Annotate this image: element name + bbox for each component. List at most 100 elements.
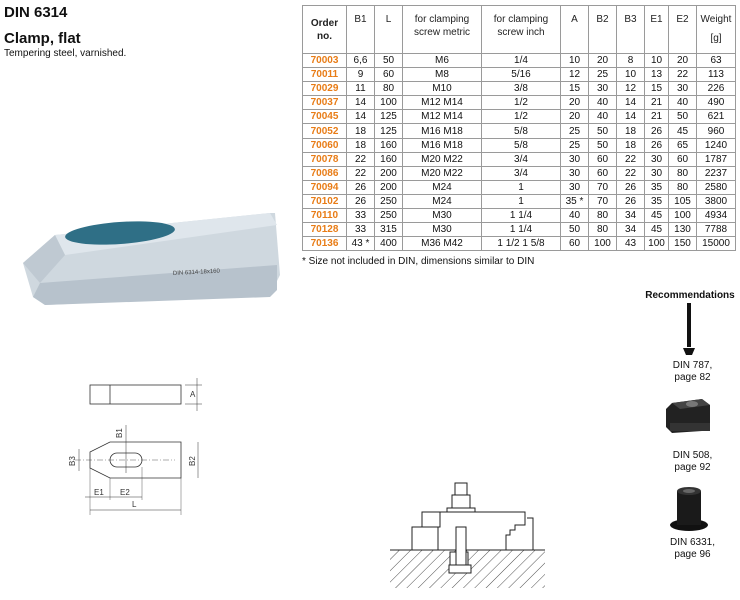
table-cell: 18	[616, 137, 645, 153]
table-cell: 22	[668, 67, 697, 83]
tslot-nut-icon	[666, 399, 710, 433]
table-cell: 200	[374, 165, 403, 181]
table-cell: 1240	[696, 137, 736, 153]
order-number[interactable]: 70136	[302, 236, 347, 252]
table-cell: 25	[560, 123, 589, 139]
col-b3: B3	[616, 5, 645, 54]
order-number[interactable]: 70078	[302, 151, 347, 167]
table-cell: 4934	[696, 208, 736, 224]
table-cell: 1787	[696, 151, 736, 167]
table-cell: 20	[560, 109, 589, 125]
order-number[interactable]: 70029	[302, 81, 347, 97]
order-number[interactable]: 70094	[302, 179, 347, 195]
table-cell: 26	[644, 137, 669, 153]
label-l: L	[132, 500, 137, 509]
table-cell: 30	[668, 81, 697, 97]
table-cell: 43 *	[346, 236, 375, 252]
order-number[interactable]: 70060	[302, 137, 347, 153]
table-cell: 26	[346, 179, 375, 195]
table-cell: 25	[560, 137, 589, 153]
rec-line2: page 96	[674, 549, 711, 560]
order-number[interactable]: 70003	[302, 52, 347, 69]
label-b3: B3	[68, 456, 77, 466]
table-cell: 80	[668, 179, 697, 195]
col-b2: B2	[588, 5, 617, 54]
table-cell: M6	[402, 52, 482, 69]
table-cell: 70	[588, 193, 617, 210]
table-cell: 35	[644, 193, 669, 210]
recommendation-din6331[interactable]: DIN 6331,page 96	[645, 537, 740, 561]
label-b1: B1	[115, 428, 124, 438]
table-cell: 35 *	[560, 193, 589, 210]
table-cell: 50	[560, 222, 589, 238]
table-cell: M10	[402, 81, 482, 97]
table-cell: 40	[560, 208, 589, 224]
usage-sketch	[390, 482, 545, 588]
table-cell: 3/4	[481, 165, 561, 181]
table-cell: 8	[616, 52, 645, 69]
table-cell: 60	[668, 151, 697, 167]
order-number[interactable]: 70086	[302, 165, 347, 181]
table-cell: 125	[374, 123, 403, 139]
table-cell: 5/8	[481, 137, 561, 153]
table-cell: 30	[644, 165, 669, 181]
order-number[interactable]: 70037	[302, 95, 347, 111]
table-cell: 63	[696, 52, 736, 69]
table-cell: 14	[346, 95, 375, 111]
table-cell: 100	[668, 208, 697, 224]
product-description: Tempering steel, varnished.	[4, 48, 127, 59]
order-number[interactable]: 70110	[302, 208, 347, 224]
table-cell: 11	[346, 81, 375, 97]
table-cell: M16 M18	[402, 137, 482, 153]
rec-line1: DIN 6331,	[669, 537, 716, 548]
table-cell: 22	[616, 151, 645, 167]
order-number[interactable]: 70011	[302, 67, 347, 83]
col-order: Order no.	[302, 5, 347, 54]
table-cell: 125	[374, 109, 403, 125]
table-cell: 50	[374, 52, 403, 69]
table-cell: 13	[644, 67, 669, 83]
recommendation-din787[interactable]: DIN 787,page 82	[645, 360, 740, 384]
weight-label: Weight	[700, 14, 732, 25]
table-cell: 15	[560, 81, 589, 97]
table-cell: 40	[588, 95, 617, 111]
table-cell: 315	[374, 222, 403, 238]
table-cell: 30	[560, 179, 589, 195]
table-cell: 14	[616, 109, 645, 125]
table-cell: 30	[560, 151, 589, 167]
table-cell: 50	[668, 109, 697, 125]
col-a: A	[560, 5, 589, 54]
recommendation-din508[interactable]: DIN 508,page 92	[645, 450, 740, 474]
table-cell: 60	[374, 67, 403, 83]
table-cell: 25	[588, 67, 617, 83]
label-b2: B2	[188, 456, 197, 466]
table-cell: 40	[588, 109, 617, 125]
table-cell: 12	[560, 67, 589, 83]
table-cell: 105	[668, 193, 697, 210]
product-marking: DIN 6314-18x160	[173, 269, 221, 277]
footnote: * Size not included in DIN, dimensions s…	[302, 256, 535, 267]
table-cell: 35	[644, 179, 669, 195]
order-number[interactable]: 70052	[302, 123, 347, 139]
table-cell: 3800	[696, 193, 736, 210]
table-cell: 130	[668, 222, 697, 238]
tslot-bolt-icon	[683, 303, 695, 355]
table-cell: 1/2	[481, 109, 561, 125]
table-cell: M8	[402, 67, 482, 83]
table-cell: 21	[644, 95, 669, 111]
col-b1: B1	[346, 5, 375, 54]
table-cell: 60	[588, 151, 617, 167]
product-title: Clamp, flat	[4, 30, 81, 47]
table-cell: 2237	[696, 165, 736, 181]
order-number[interactable]: 70045	[302, 109, 347, 125]
table-cell: 18	[346, 123, 375, 139]
table-cell: 45	[644, 208, 669, 224]
order-number[interactable]: 70128	[302, 222, 347, 238]
table-cell: 26	[616, 193, 645, 210]
order-number[interactable]: 70102	[302, 193, 347, 210]
